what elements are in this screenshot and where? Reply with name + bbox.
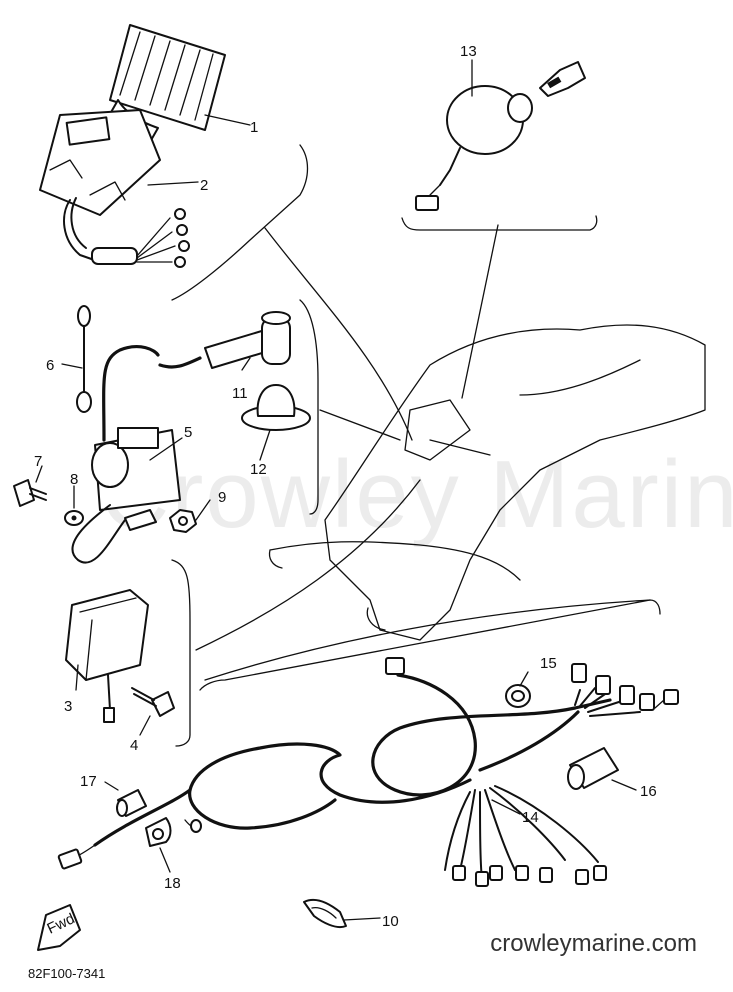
callout-13: 13: [460, 43, 477, 60]
part-4-bolt-drawing: [131, 687, 175, 717]
part-10-clamp-drawing: [303, 898, 347, 928]
callout-11: 11: [232, 385, 248, 402]
site-url: crowleymarine.com: [490, 930, 697, 957]
callout-numbers: 1 2 3 4 5 6 7 8 9 10 11 12 13 14 15 16 1…: [34, 43, 657, 930]
callout-10: 10: [382, 913, 399, 930]
callout-2: 2: [200, 177, 208, 194]
part-16-cap-drawing: [567, 747, 619, 790]
callout-7: 7: [34, 453, 42, 470]
callout-9: 9: [218, 489, 226, 506]
part-15-grommet-drawing: [505, 684, 531, 708]
callout-4: 4: [130, 737, 138, 754]
part-11-plug-cap-drawing: [204, 311, 291, 369]
callout-15: 15: [540, 655, 557, 672]
part-12-rubber-cap-drawing: [241, 384, 311, 431]
part-13-key-switch-drawing: [415, 61, 586, 211]
part-2-switch-housing-drawing: [39, 109, 190, 268]
hull-outline-drawing: [268, 324, 706, 641]
part-6-ground-lead-drawing: [76, 305, 92, 413]
callout-16: 16: [640, 783, 657, 800]
part-3-cdi-unit-drawing: [65, 589, 149, 723]
callout-12: 12: [250, 461, 267, 478]
assembly-leaders: [195, 224, 651, 681]
callout-6: 6: [46, 357, 54, 374]
callout-3: 3: [64, 698, 72, 715]
part-14-wire-harness-drawing: [57, 657, 679, 887]
callout-5: 5: [184, 424, 192, 441]
callout-8: 8: [70, 471, 78, 488]
callout-17: 17: [80, 773, 97, 790]
part-7-bolt-drawing: [13, 479, 47, 507]
part-17-sleeve-drawing: [116, 789, 147, 817]
part-18-clamp-drawing: [145, 817, 172, 847]
group-brackets: [171, 144, 661, 747]
callout-14: 14: [522, 809, 539, 826]
callout-leaders: [35, 59, 637, 921]
part-9-nut-drawing: [169, 509, 197, 533]
fwd-arrow-icon: Fwd: [37, 904, 81, 951]
part-5-ignition-coil-drawing: [71, 345, 202, 564]
callout-18: 18: [164, 875, 181, 892]
callout-1: 1: [250, 119, 258, 136]
diagram-code: 82F100-7341: [28, 966, 106, 981]
part-8-washer-drawing: [64, 510, 84, 526]
